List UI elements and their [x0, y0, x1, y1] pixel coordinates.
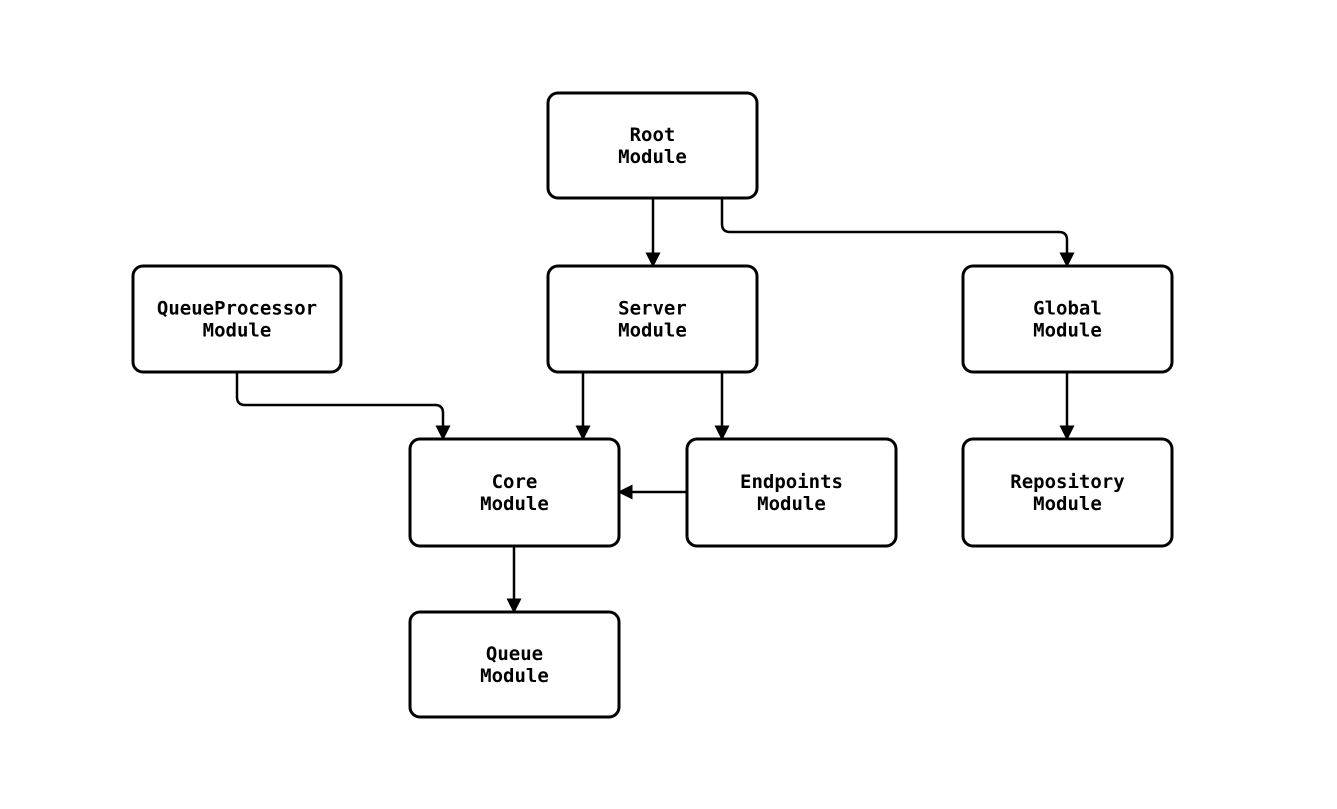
node-repository-box	[961, 437, 1174, 548]
node-queue-label-line-2: Module	[480, 665, 549, 687]
node-repository-label-line-1: Repository	[1010, 471, 1124, 493]
node-server-box	[546, 264, 759, 374]
node-root-box	[546, 91, 759, 200]
node-queueprocessor-box	[131, 264, 343, 374]
node-core-box	[408, 437, 621, 548]
edge-queueprocessor-to-core	[235, 372, 451, 441]
node-server-label-line-2: Module	[618, 320, 687, 342]
node-server-label-line-1: Server	[618, 298, 687, 320]
node-global-label-line-2: Module	[1033, 320, 1102, 342]
node-repository-label-line-2: Module	[1033, 493, 1102, 515]
node-endpoints-label-line-1: Endpoints	[740, 471, 843, 493]
node-queueprocessor-label-line-1: QueueProcessor	[157, 298, 317, 320]
node-core-label-line-1: Core	[492, 471, 538, 493]
node-endpoints-label-line-2: Module	[757, 493, 826, 515]
node-global-box	[961, 264, 1174, 374]
node-queue-label-line-1: Queue	[486, 643, 543, 665]
node-queueprocessor-label-line-2: Module	[203, 320, 272, 342]
node-root-label-line-1: Root	[630, 124, 676, 146]
node-global-label-line-1: Global	[1033, 298, 1102, 320]
edge-root-to-global	[720, 198, 1075, 268]
node-endpoints-box	[685, 437, 898, 548]
node-root-label-line-2: Module	[618, 146, 687, 168]
node-queue-box	[408, 610, 621, 719]
node-core-label-line-2: Module	[480, 493, 549, 515]
